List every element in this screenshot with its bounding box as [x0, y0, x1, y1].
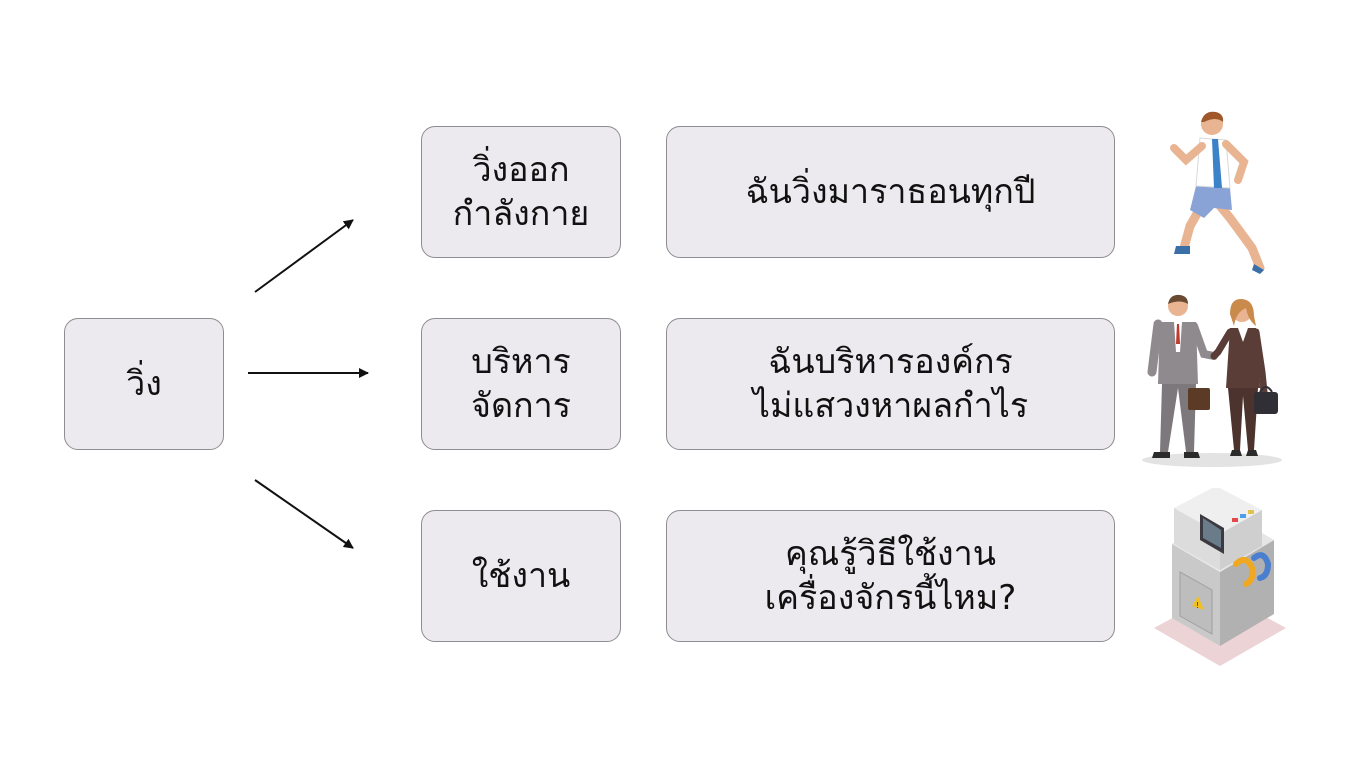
- root-word-box: วิ่ง: [64, 318, 224, 450]
- arrow-to-exercise: [254, 219, 354, 293]
- meaning-line: จัดการ: [471, 386, 571, 426]
- svg-text:!: !: [1196, 601, 1199, 610]
- meaning-box-manage: บริหาร จัดการ: [421, 318, 621, 450]
- meaning-line: บริหาร: [471, 341, 571, 382]
- business-people-icon: [1142, 294, 1282, 467]
- example-box-manage: ฉันบริหารองค์กร ไม่แสวงหาผลกำไร: [666, 318, 1115, 450]
- example-line: ฉันวิ่งมาราธอนทุกปี: [745, 171, 1036, 212]
- example-line: เครื่องจักรนี้ไหม?: [764, 578, 1017, 618]
- meaning-box-exercise: วิ่งออก กำลังกาย: [421, 126, 621, 258]
- meaning-line: กำลังกาย: [452, 194, 590, 234]
- meaning-line: ใช้งาน: [471, 555, 571, 596]
- example-line: ฉันบริหารองค์กร: [768, 341, 1013, 382]
- example-line: คุณรู้วิธีใช้งาน: [784, 533, 996, 574]
- meaning-box-use: ใช้งาน: [421, 510, 621, 642]
- example-box-exercise: ฉันวิ่งมาราธอนทุกปี: [666, 126, 1115, 258]
- meaning-line: วิ่งออก: [472, 149, 570, 190]
- runner-icon: [1170, 111, 1265, 274]
- root-word: วิ่ง: [126, 363, 162, 404]
- example-box-use: คุณรู้วิธีใช้งาน เครื่องจักรนี้ไหม?: [666, 510, 1115, 642]
- example-line: ไม่แสวงหาผลกำไร: [752, 386, 1029, 426]
- arrow-to-use: [254, 479, 354, 549]
- machine-icon: !: [1154, 488, 1286, 666]
